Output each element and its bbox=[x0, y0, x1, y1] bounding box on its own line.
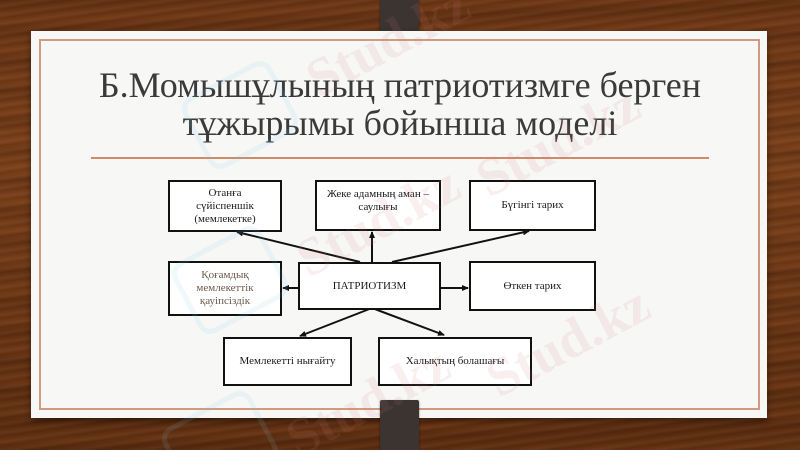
slide-clip-bottom bbox=[380, 400, 419, 450]
node-love-homeland: Отанға сүйіспеншік (мемлекетке) bbox=[168, 180, 282, 232]
node-personal-safety: Жеке адамның аман – саулығы bbox=[315, 180, 441, 231]
node-label: Бүгінгі тарих bbox=[501, 199, 564, 211]
node-label: Отанға сүйіспеншік (мемлекетке) bbox=[194, 186, 256, 225]
node-label: Өткен тарих bbox=[503, 279, 562, 292]
node-public-security: Қоғамдық мемлекеттік қауіпсіздік bbox=[168, 261, 282, 316]
node-label: Мемлекетті нығайту bbox=[239, 355, 336, 367]
slide-title-line2: тұжырымы бойынша моделі bbox=[182, 103, 618, 143]
node-strengthen-state: Мемлекетті нығайту bbox=[223, 337, 352, 386]
node-present-history: Бүгінгі тарих bbox=[469, 180, 596, 231]
slide-title: Б.Момышұлының патриотизмге берген тұжыры… bbox=[60, 66, 740, 142]
node-past-history: Өткен тарих bbox=[469, 261, 596, 311]
node-label: Қоғамдық мемлекеттік қауіпсіздік bbox=[196, 269, 254, 307]
node-peoples-future: Халықтың болашағы bbox=[378, 337, 532, 386]
slide-title-line1: Б.Момышұлының патриотизмге берген bbox=[98, 65, 702, 105]
node-label: ПАТРИОТИЗМ bbox=[332, 279, 407, 292]
node-label: Жеке адамның аман – саулығы bbox=[327, 188, 429, 213]
node-label: Халықтың болашағы bbox=[405, 355, 505, 367]
node-patriotism-center: ПАТРИОТИЗМ bbox=[298, 262, 441, 310]
title-divider bbox=[91, 157, 709, 159]
